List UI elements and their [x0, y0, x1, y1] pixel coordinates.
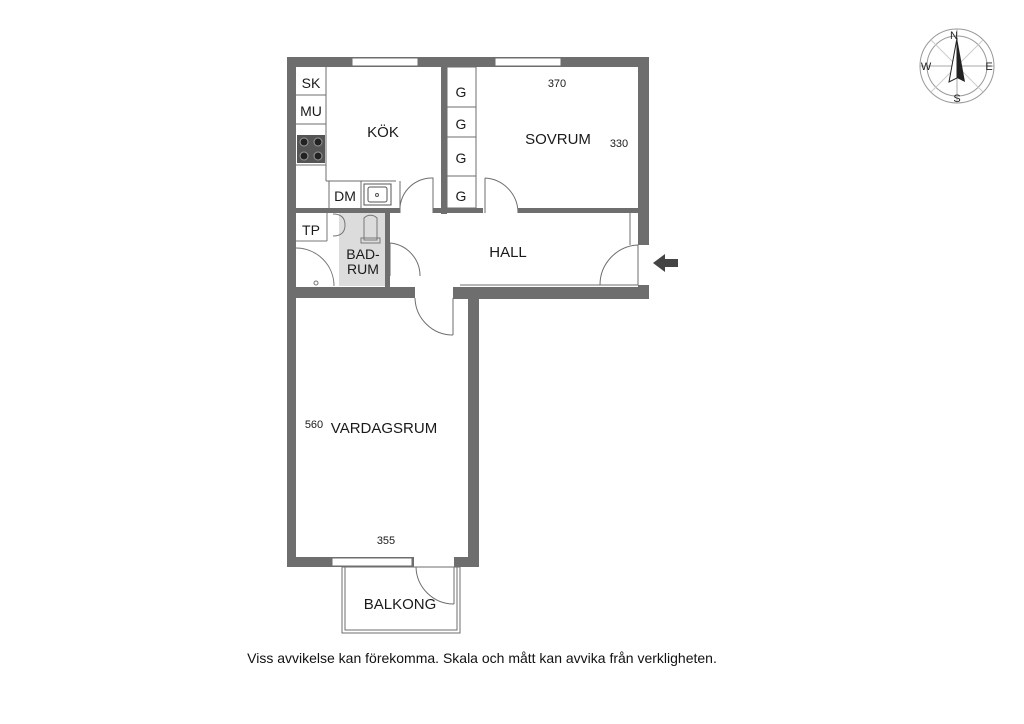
- room-bathroom-line2: RUM: [347, 261, 379, 277]
- entrance-door: [599, 244, 639, 286]
- dim-living-width: 355: [377, 535, 395, 547]
- bedroom-door: [484, 177, 519, 214]
- room-bathroom-line1: BAD-: [346, 246, 380, 262]
- compass-south: S: [953, 93, 960, 105]
- label-wardrobe-3: G: [456, 150, 467, 166]
- room-living: VARDAGSRUM: [331, 420, 437, 437]
- living-door: [414, 297, 454, 336]
- room-kitchen: KÖK: [367, 123, 399, 141]
- room-hall: HALL: [489, 244, 527, 261]
- label-sk: SK: [302, 75, 321, 91]
- bathroom-fixtures: [295, 213, 381, 287]
- entrance-arrow-icon: [653, 254, 678, 272]
- disclaimer-text: Viss avvikelse kan förekomma. Skala och …: [247, 650, 717, 666]
- wardrobes: [446, 66, 477, 209]
- dim-bedroom-width: 370: [548, 78, 566, 90]
- room-balcony: BALKONG: [364, 596, 437, 613]
- label-wardrobe-1: G: [456, 84, 467, 100]
- balcony-outline: [341, 566, 461, 634]
- label-wardrobe-2: G: [456, 116, 467, 132]
- kitchen-counter: [296, 67, 396, 208]
- living-door-opening: [415, 287, 453, 299]
- bathroom-floor: [339, 213, 387, 286]
- balcony-door-opening: [414, 557, 454, 567]
- compass-north: N: [950, 30, 958, 42]
- label-tp: TP: [302, 222, 320, 238]
- dim-bedroom-depth: 330: [610, 138, 628, 150]
- label-wardrobe-4: G: [456, 188, 467, 204]
- balcony-door: [415, 566, 455, 605]
- compass-east: E: [985, 61, 992, 73]
- sink-icon: [363, 183, 392, 206]
- hall-details: [460, 213, 638, 286]
- stove-icon: [297, 135, 325, 163]
- interior-walls: [296, 57, 638, 287]
- compass-west: W: [921, 61, 932, 73]
- label-mu: MU: [300, 103, 322, 119]
- kitchen-door: [399, 177, 434, 214]
- compass-icon: N S E W: [919, 28, 995, 105]
- entrance-opening: [638, 245, 649, 285]
- bathroom-door: [389, 242, 421, 277]
- windows: [331, 57, 562, 567]
- dim-living-depth: 560: [305, 419, 323, 431]
- label-dm: DM: [334, 188, 356, 204]
- outer-walls: [287, 57, 649, 567]
- room-bedroom: SOVRUM: [525, 131, 591, 148]
